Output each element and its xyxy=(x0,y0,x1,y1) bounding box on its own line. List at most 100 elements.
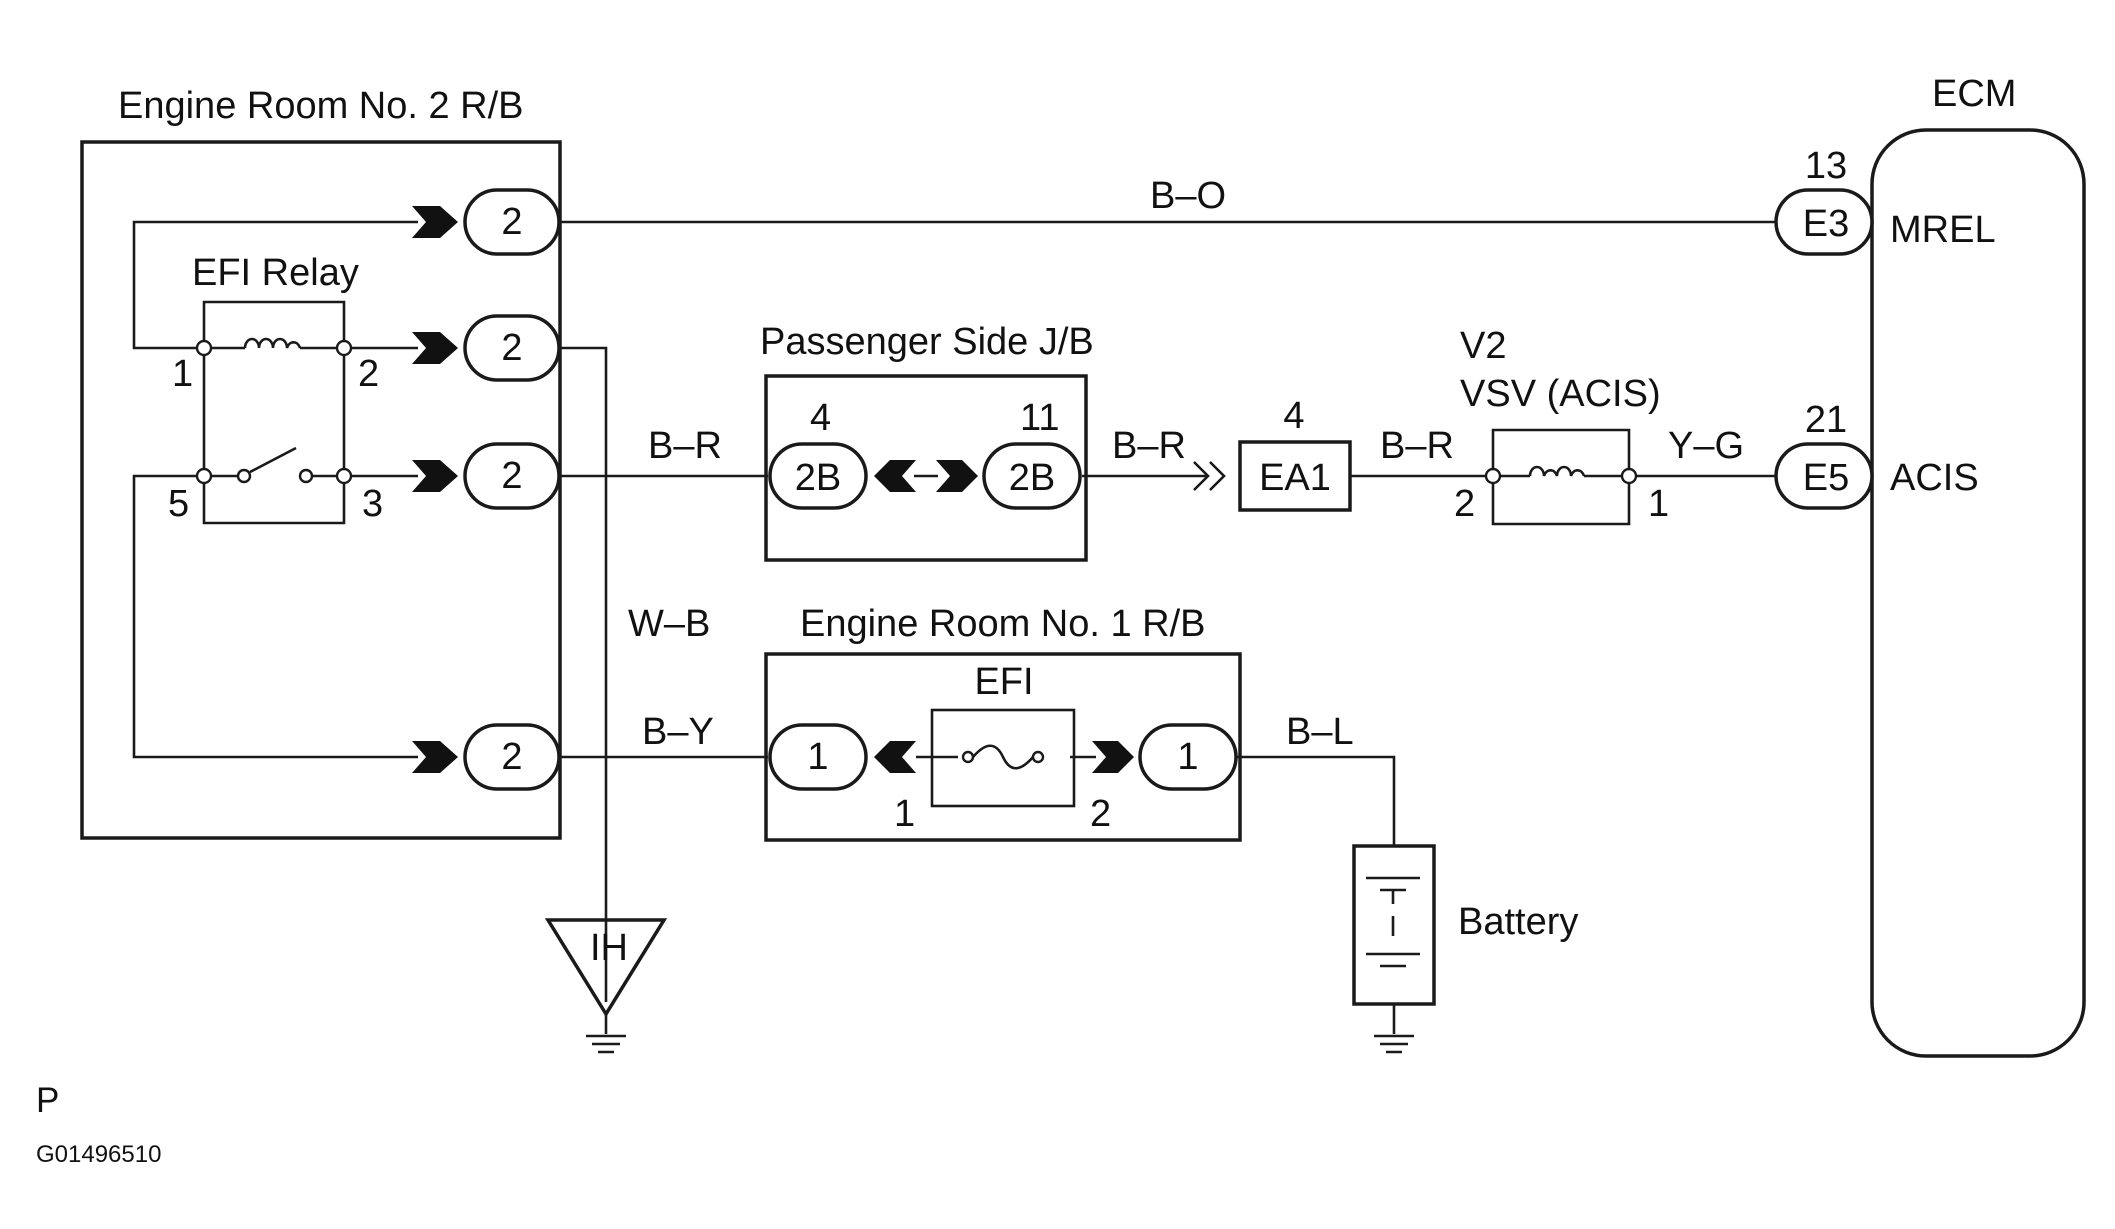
ecm: ECM 13 E3 MREL 21 E5 ACIS xyxy=(1774,73,2086,1058)
relay-pin-2: 2 xyxy=(358,353,379,395)
footer-code: G01496510 xyxy=(36,1141,161,1168)
wire-label-b-l: B–L xyxy=(1286,711,1354,753)
passenger-jb-box xyxy=(764,374,1088,562)
relay-terminal-3 xyxy=(335,467,353,485)
passenger-jb-label: Passenger Side J/B xyxy=(760,321,1094,363)
er1-right-connector xyxy=(1138,723,1238,791)
vsv-terminal-2 xyxy=(1484,467,1502,485)
vsv-acis: V2 VSV (ACIS) 2 1 xyxy=(1454,325,1669,526)
fuse-terminal xyxy=(1031,750,1045,764)
ground-ih-triangle xyxy=(544,918,668,1018)
relay-contact-moving xyxy=(298,468,314,484)
er2-connectors: 2 2 2 2 xyxy=(412,188,561,791)
wire-label-b-o: B–O xyxy=(1150,175,1226,217)
er1-pin-2: 2 xyxy=(1090,793,1111,835)
external-wires: B–O W–B B–R B–Y B–R B–R Y–G B–L xyxy=(559,175,1776,1002)
ecm-connector-e5 xyxy=(1774,442,1874,510)
passenger-jb-right-connector xyxy=(982,442,1082,510)
relay-contact-fixed xyxy=(236,468,252,484)
er2-connector-4-label: 2 xyxy=(501,736,522,778)
vsv-pin-1: 1 xyxy=(1648,483,1669,525)
passenger-jb-right-connector-label: 2B xyxy=(1009,457,1055,499)
passenger-side-jb: Passenger Side J/B 4 11 2B 2B xyxy=(760,321,1094,562)
battery-label: Battery xyxy=(1458,901,1578,943)
vsv-terminal-1 xyxy=(1620,467,1638,485)
relay-frame xyxy=(202,348,346,525)
vsv-label: VSV (ACIS) xyxy=(1460,373,1661,415)
fuse-element xyxy=(972,744,1034,770)
wire-b-l xyxy=(1236,755,1396,846)
er2-rb-label: Engine Room No. 2 R/B xyxy=(118,85,524,127)
er2-connector-3-label: 2 xyxy=(501,455,522,497)
wire-label-b-y: B–Y xyxy=(642,711,714,753)
wire-label-y-g: Y–G xyxy=(1668,425,1744,467)
ea1-box xyxy=(1238,440,1352,512)
passenger-jb-left-pin: 4 xyxy=(810,397,831,439)
connector-arrow xyxy=(412,206,458,238)
er1-pin-1: 1 xyxy=(894,793,915,835)
vsv-ref: V2 xyxy=(1460,325,1506,367)
fuse-terminal xyxy=(961,750,975,764)
er2-connector-2-label: 2 xyxy=(501,327,522,369)
er1-left-connector xyxy=(768,723,868,791)
wire-relay1-to-conn1 xyxy=(132,220,418,350)
footer-letter: P xyxy=(36,1081,59,1120)
ea1-connector-chevron xyxy=(1193,461,1226,491)
ecm-signal-mrel: MREL xyxy=(1890,209,1996,251)
efi-relay: EFI Relay 1 2 3 5 xyxy=(168,252,383,525)
relay-terminal-5 xyxy=(195,467,213,485)
efi-fuse-box xyxy=(930,708,1076,808)
ecm-pin-13: 13 xyxy=(1805,145,1847,187)
ecm-signal-acis: ACIS xyxy=(1890,457,1979,499)
er2-internal-wiring xyxy=(132,220,418,759)
passenger-jb-right-pin: 11 xyxy=(1020,397,1059,439)
ecm-box xyxy=(1870,128,2086,1058)
ecm-label: ECM xyxy=(1932,73,2016,115)
relay-terminal-1 xyxy=(195,339,213,357)
passenger-jb-left-connector-label: 2B xyxy=(795,457,841,499)
relay-coil xyxy=(243,337,302,349)
ground-ih: IH xyxy=(544,918,668,1054)
battery-cell-top xyxy=(1366,876,1420,892)
battery: Battery xyxy=(1352,844,1578,1054)
relay-terminal-2 xyxy=(335,339,353,357)
connector-arrow xyxy=(412,741,458,773)
ground-symbol xyxy=(586,1034,626,1054)
wire-relay5-to-conn4 xyxy=(132,474,418,759)
engine-room-no2-rb: Engine Room No. 2 R/B xyxy=(80,85,562,840)
relay-switch-blade xyxy=(249,446,297,474)
er2-rb-box xyxy=(80,140,562,840)
ecm-pin-21: 21 xyxy=(1805,399,1847,441)
vsv-coil xyxy=(1528,465,1586,477)
relay-coil-frame xyxy=(202,300,346,348)
ea1-pin: 4 xyxy=(1283,395,1304,437)
wire-label-w-b: W–B xyxy=(628,603,710,645)
efi-relay-label: EFI Relay xyxy=(192,252,359,294)
wire-w-b xyxy=(559,346,608,1002)
ecm-connector-e3 xyxy=(1774,188,1874,256)
wire-label-b-r-1: B–R xyxy=(648,425,722,467)
er1-left-connector-label: 1 xyxy=(807,736,828,778)
efi-fuse-label: EFI xyxy=(974,661,1033,703)
vsv-frame-top xyxy=(1491,428,1631,476)
er2-connector-1-label: 2 xyxy=(501,201,522,243)
er1-rb-box xyxy=(764,652,1242,842)
battery-cell-bottom xyxy=(1366,952,1420,968)
connector-arrow xyxy=(874,460,916,492)
ecm-connector-e5-label: E5 xyxy=(1803,457,1849,499)
relay-pin-1: 1 xyxy=(172,353,193,395)
relay-pin-5: 5 xyxy=(168,483,189,525)
passenger-jb-left-connector xyxy=(768,442,868,510)
ecm-connector-e3-label: E3 xyxy=(1803,203,1849,245)
connector-arrow xyxy=(412,460,458,492)
ea1-label: EA1 xyxy=(1259,457,1331,499)
relay-pin-3: 3 xyxy=(362,483,383,525)
vsv-frame-bottom xyxy=(1491,476,1631,526)
connector-arrow xyxy=(412,332,458,364)
battery-ground-symbol xyxy=(1374,1034,1414,1054)
vsv-pin-2: 2 xyxy=(1454,483,1475,525)
er1-rb-label: Engine Room No. 1 R/B xyxy=(800,603,1206,645)
wire-label-b-r-3: B–R xyxy=(1380,425,1454,467)
engine-room-no1-rb: Engine Room No. 1 R/B 1 EFI 1 1 2 xyxy=(764,603,1242,842)
